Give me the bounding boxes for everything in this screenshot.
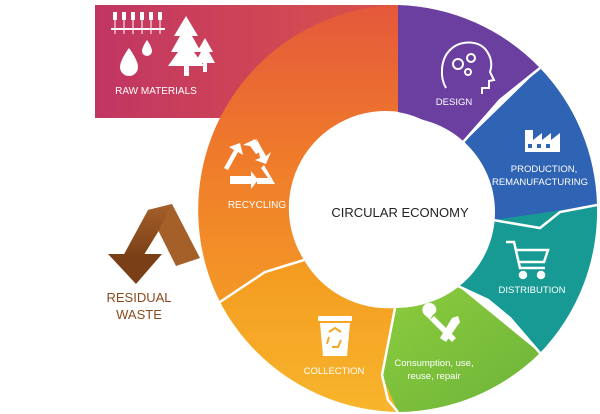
crops-icon — [111, 12, 165, 34]
production-label-line2: REMANUFACTURING — [492, 177, 588, 188]
distribution-segment — [458, 205, 598, 353]
shopping-cart-icon — [506, 240, 550, 280]
factory-icon — [525, 130, 560, 152]
residual-waste-label-line1: RESIDUAL — [106, 290, 171, 305]
down-arrow-icon — [108, 204, 200, 284]
recycle-icon — [224, 138, 275, 189]
center-circle — [305, 117, 495, 307]
distribution-label: DISTRIBUTION — [498, 285, 565, 296]
design-label: DESIGN — [436, 97, 473, 108]
tools-icon — [422, 302, 460, 342]
recycle-bin-icon — [318, 316, 352, 356]
collection-label: COLLECTION — [304, 366, 365, 377]
recycling-segment — [198, 5, 400, 302]
collection-segment — [220, 260, 398, 412]
consumption-segment — [382, 286, 540, 412]
production-label-line1: PRODUCTION, — [511, 164, 578, 175]
segment-dividers — [219, 67, 598, 413]
consumption-label-line1: Consumption, use, — [394, 358, 473, 369]
consumption-label-line2: reuse, repair — [407, 371, 460, 382]
trees-icon — [168, 16, 215, 76]
head-gears-icon — [440, 41, 496, 94]
raw-materials-label: RAW MATERIALS — [115, 86, 197, 97]
center-label: CIRCULAR ECONOMY — [331, 205, 469, 220]
residual-waste-label-line2: WASTE — [116, 307, 162, 322]
recycling-label: RECYCLING — [228, 200, 287, 211]
water-drops-icon — [120, 40, 152, 76]
design-segment — [398, 5, 540, 148]
